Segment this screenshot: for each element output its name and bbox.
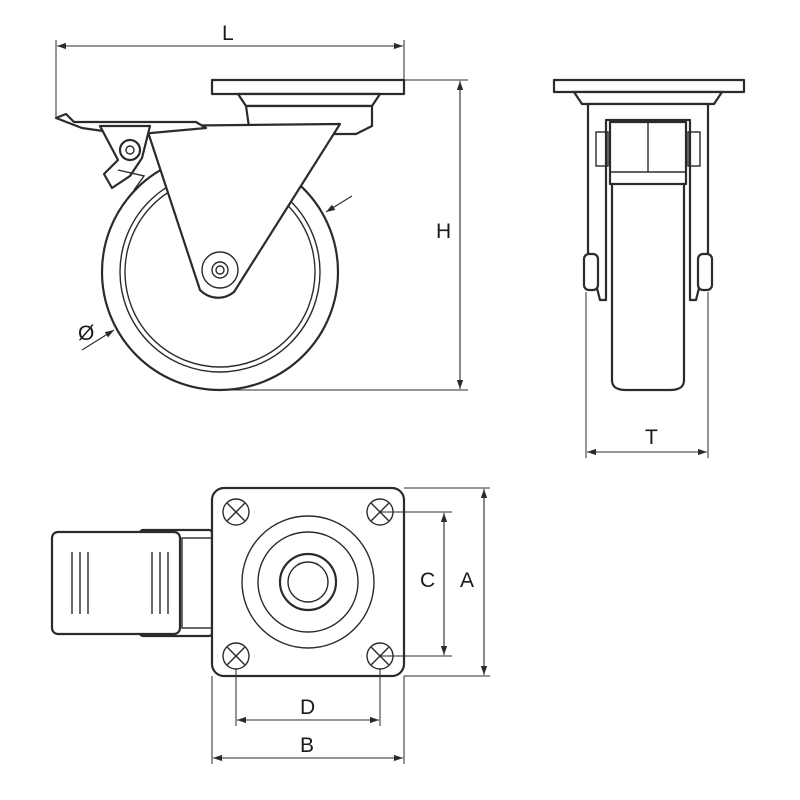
front-brake-side-left	[595, 131, 609, 167]
side-fork	[144, 122, 342, 299]
front-axle-nut-left	[582, 252, 600, 292]
front-axle-nut-right	[696, 252, 714, 292]
front-swivel-ring	[572, 90, 724, 106]
top-brake-pedal	[50, 530, 182, 636]
front-top-plate	[552, 78, 746, 94]
top-view: C A D B	[50, 486, 490, 764]
side-swivel-ring	[236, 92, 382, 108]
dim-a-label: A	[460, 569, 474, 592]
side-brake-pivot-pin	[125, 145, 135, 155]
side-brake-pedal	[54, 112, 208, 136]
top-pedal-grip-left	[71, 552, 89, 614]
front-wheel	[610, 168, 686, 392]
top-swivel-outer	[241, 515, 375, 649]
dim-t-label: T	[645, 426, 658, 449]
top-pedal-grip-right	[151, 552, 169, 614]
front-brake-side-right	[687, 131, 701, 167]
top-bolt-hole-top-left	[222, 498, 250, 526]
side-top-plate	[210, 78, 406, 96]
side-axle-hole	[215, 265, 225, 275]
dim-c-label: C	[420, 569, 435, 592]
diameter-leader-left	[81, 329, 115, 351]
side-axle-bolt	[211, 261, 229, 279]
dim-d-label: D	[300, 696, 315, 719]
dim-h-label: H	[436, 220, 451, 243]
diameter-label: Ø	[78, 322, 94, 345]
side-axle-boss	[201, 251, 239, 289]
top-swivel-ring	[257, 531, 359, 633]
side-brake-shoe	[117, 169, 146, 191]
front-view: T	[552, 78, 746, 458]
side-brake-pivot	[118, 138, 142, 162]
top-kingpin	[287, 561, 329, 603]
side-view: Ø L H	[54, 22, 468, 392]
diameter-leader-right	[325, 195, 353, 213]
dim-l-label: L	[222, 22, 234, 45]
dim-b-label: B	[300, 734, 314, 757]
